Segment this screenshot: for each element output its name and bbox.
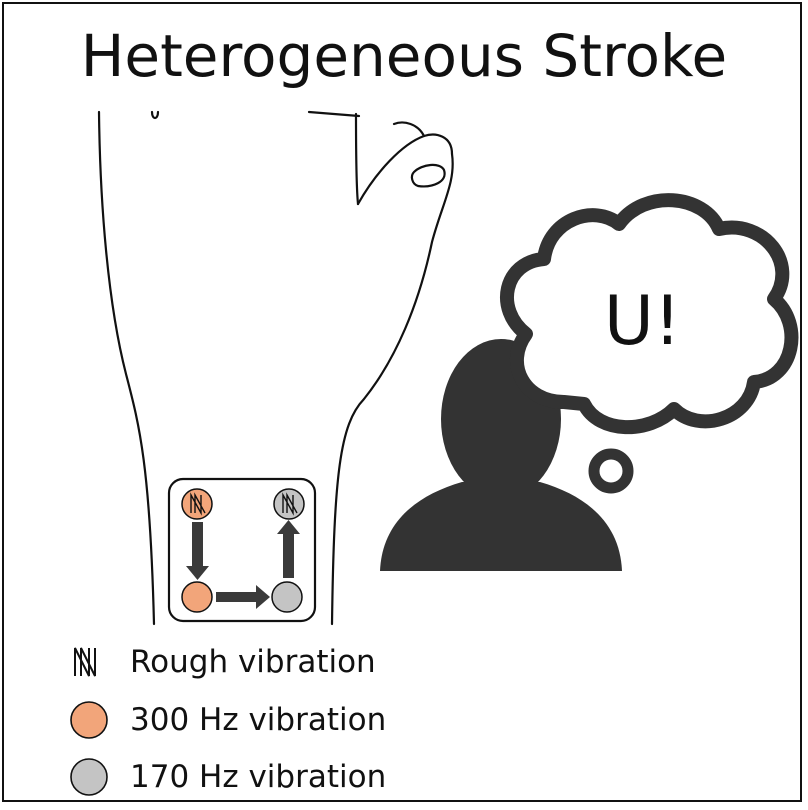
rough-vibration-icon [66, 640, 112, 684]
thumb-side [392, 121, 426, 138]
thought-text: U! [604, 282, 682, 361]
hand-right-edge [330, 152, 454, 626]
hand-left-edge [97, 110, 156, 626]
gray-circle-icon [66, 755, 112, 799]
thumb-nail [410, 163, 446, 188]
figure-title: Heterogeneous Stroke [80, 22, 728, 90]
thought-bubble-small [588, 448, 634, 494]
hand-outline [97, 110, 454, 626]
legend-item-300hz: 300 Hz vibration [66, 698, 386, 742]
actuator-bottom-right [271, 581, 303, 613]
knuckle-mark [150, 110, 160, 120]
actuator-top-right [273, 488, 305, 520]
thumb-inner [354, 112, 360, 206]
stroke-path-arrows [186, 520, 300, 609]
rough-vibration-mark-2 [282, 492, 298, 516]
wrist-device [167, 477, 317, 623]
orange-circle-icon [66, 698, 112, 742]
illustration [97, 110, 799, 626]
legend-label: 170 Hz vibration [130, 759, 387, 795]
rough-vibration-mark-1 [190, 492, 206, 516]
figure-frame: Heterogeneous Stroke [2, 2, 802, 802]
thought-cloud [500, 193, 799, 494]
palm-line [307, 110, 361, 118]
actuator-bottom-left [181, 581, 213, 613]
legend-label: 300 Hz vibration [130, 702, 387, 738]
legend-item-rough: Rough vibration [66, 640, 376, 684]
legend-label: Rough vibration [130, 644, 376, 680]
thumb-tip [356, 133, 454, 206]
legend-item-170hz: 170 Hz vibration [66, 755, 386, 799]
actuator-top-left [181, 488, 213, 520]
